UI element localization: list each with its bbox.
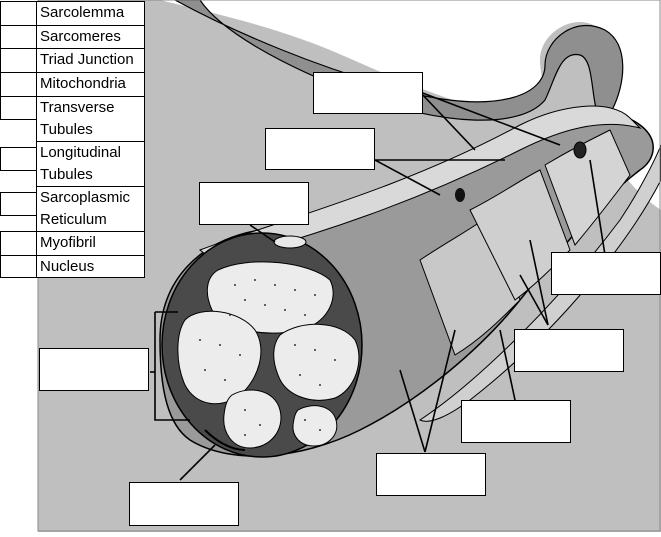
legend-answer-box[interactable] [0, 231, 36, 256]
legend-answer-box[interactable] [0, 25, 36, 49]
mitochondrion [573, 141, 587, 159]
background-white-region [160, 0, 661, 210]
legend-label: Sarcoplasmic Reticulum [36, 186, 145, 232]
legend-answer-box[interactable] [0, 255, 36, 278]
legend-label: Transverse Tubules [36, 96, 145, 142]
legend-answer-box[interactable] [0, 1, 36, 26]
answer-box-5[interactable] [39, 348, 149, 391]
legend-row-myofibril: Myofibril [0, 231, 145, 256]
myofibril-3 [273, 323, 360, 401]
legend-label: Triad Junction [36, 48, 145, 73]
answer-box-8[interactable] [376, 453, 486, 496]
myofibril-5 [292, 405, 338, 447]
legend-row-sarcolemma: Sarcolemma [0, 1, 145, 26]
legend-row-sarcoplasmic-reticulum: Sarcoplasmic Reticulum [0, 186, 145, 232]
answer-box-6[interactable] [514, 329, 624, 372]
legend-label: Sarcomeres [36, 25, 145, 49]
legend-label: Mitochondria [36, 72, 145, 97]
myofibril-4 [223, 389, 282, 449]
legend-answer-box[interactable] [0, 192, 36, 216]
legend-label: Myofibril [36, 231, 145, 256]
legend-row-triad-junction: Triad Junction [0, 48, 145, 73]
answer-box-7[interactable] [461, 400, 571, 443]
legend-row-transverse-tubules: Transverse Tubules [0, 96, 145, 142]
answer-box-2[interactable] [265, 128, 375, 170]
triad-junction-marker [455, 188, 465, 202]
answer-box-4[interactable] [551, 252, 661, 295]
leader-lines [150, 91, 606, 481]
legend-answer-box[interactable] [0, 147, 36, 171]
legend-answer-box[interactable] [0, 48, 36, 73]
legend-row-sarcomeres: Sarcomeres [0, 25, 145, 49]
nucleus [273, 235, 307, 249]
legend-row-nucleus: Nucleus [0, 255, 145, 278]
zigzag-mitochondria [204, 429, 246, 451]
legend-row-mitochondria: Mitochondria [0, 72, 145, 97]
legend-answer-box[interactable] [0, 96, 36, 120]
legend-label: Nucleus [36, 255, 145, 278]
answer-box-9[interactable] [129, 482, 239, 526]
legend-label: Longitudinal Tubules [36, 141, 145, 187]
answer-box-1[interactable] [313, 72, 423, 114]
legend-row-longitudinal-tubules: Longitudinal Tubules [0, 141, 145, 187]
legend-label: Sarcolemma [36, 1, 145, 26]
legend-answer-box[interactable] [0, 72, 36, 97]
answer-box-3[interactable] [199, 182, 309, 225]
sarcolemma-flap [419, 144, 661, 422]
reticulum-section-3 [544, 129, 631, 246]
myofilament-dots [199, 279, 336, 436]
